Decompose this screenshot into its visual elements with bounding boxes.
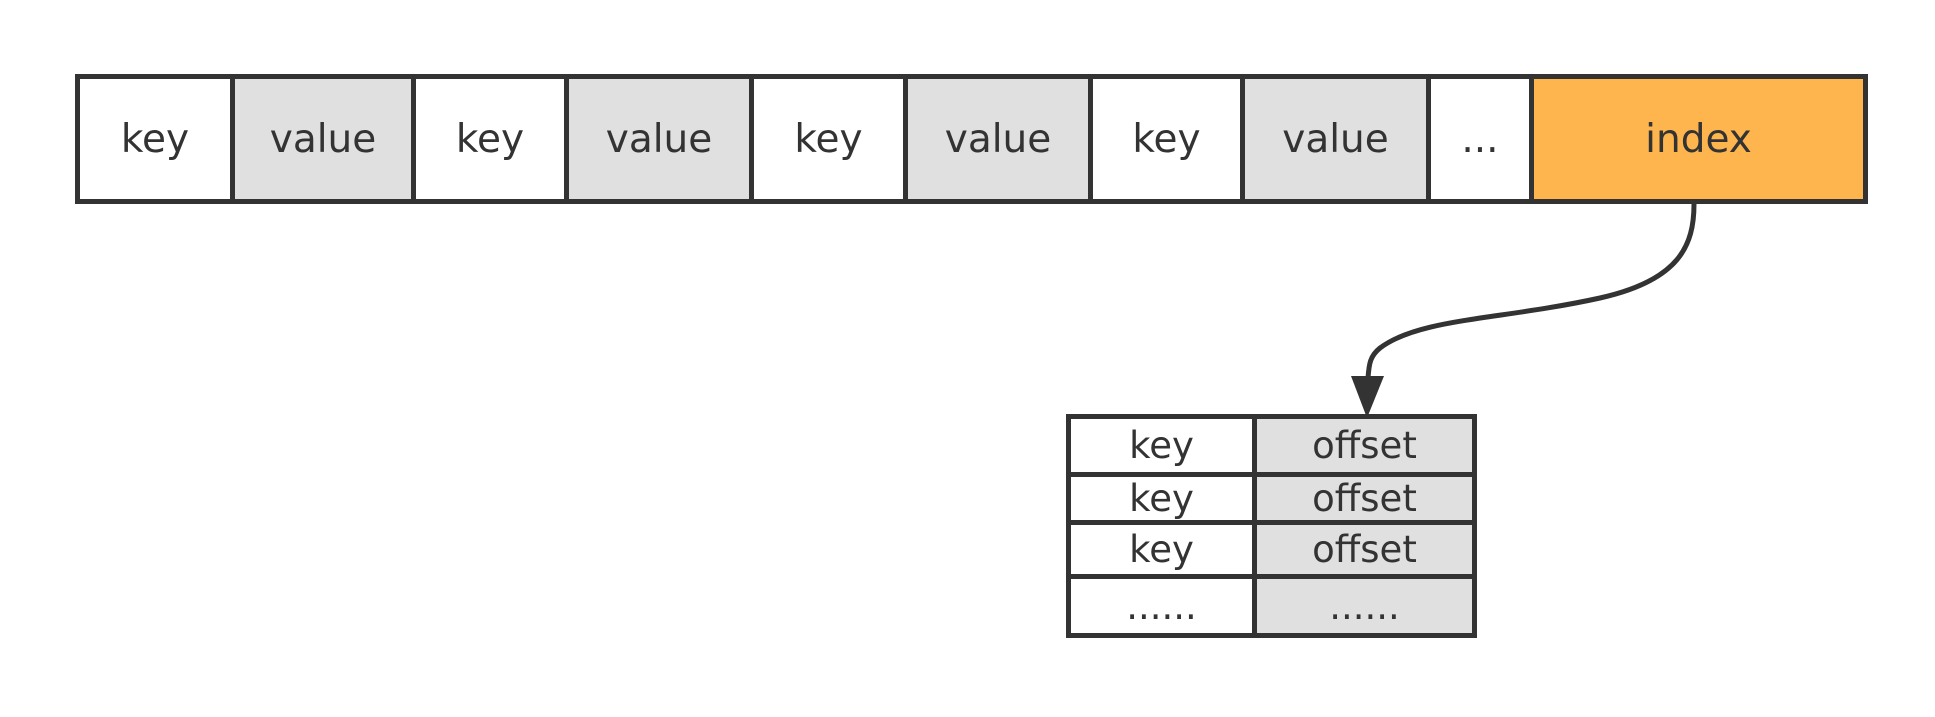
data-block-row: key value key value key value key value … <box>75 74 1868 204</box>
table-offset-cell: offset <box>1252 414 1477 477</box>
offset-label: offset <box>1312 424 1417 467</box>
key-label: key <box>794 116 863 162</box>
table-offset-cell: offset <box>1252 472 1477 525</box>
key-label: ...... <box>1126 584 1197 628</box>
value-cell: value <box>1240 74 1431 204</box>
ellipsis-cell: ... <box>1426 74 1534 204</box>
table-row: key offset <box>1066 472 1477 525</box>
index-table: key offset key offset key offset ...... … <box>1066 414 1477 638</box>
index-cell: index <box>1529 74 1868 204</box>
offset-label: ...... <box>1329 584 1400 628</box>
value-cell: value <box>903 74 1093 204</box>
key-label: key <box>1129 528 1194 571</box>
key-cell: key <box>75 74 235 204</box>
table-row: key offset <box>1066 414 1477 477</box>
offset-label: offset <box>1312 477 1417 520</box>
value-label: value <box>944 116 1052 162</box>
table-offset-cell: ...... <box>1252 574 1477 638</box>
table-key-cell: key <box>1066 414 1257 477</box>
table-row: key offset <box>1066 520 1477 579</box>
key-label: key <box>1129 477 1194 520</box>
key-label: key <box>120 116 190 162</box>
value-label: value <box>1282 116 1389 162</box>
arrow-curve <box>1365 203 1697 379</box>
table-key-cell: ...... <box>1066 574 1257 638</box>
value-cell: value <box>230 74 416 204</box>
key-label: key <box>1132 116 1201 162</box>
value-label: value <box>269 116 377 162</box>
offset-label: offset <box>1312 528 1417 571</box>
ellipsis-label: ... <box>1461 116 1499 162</box>
table-offset-cell: offset <box>1252 520 1477 579</box>
arrow-head-icon <box>1351 376 1384 418</box>
table-key-cell: key <box>1066 472 1257 525</box>
index-label: index <box>1645 116 1752 162</box>
key-cell: key <box>1088 74 1245 204</box>
key-cell: key <box>749 74 908 204</box>
value-label: value <box>605 116 713 162</box>
value-cell: value <box>564 74 754 204</box>
key-cell: key <box>411 74 569 204</box>
key-label: key <box>1129 424 1194 467</box>
key-label: key <box>455 116 525 162</box>
table-key-cell: key <box>1066 520 1257 579</box>
table-row: ...... ...... <box>1066 574 1477 638</box>
